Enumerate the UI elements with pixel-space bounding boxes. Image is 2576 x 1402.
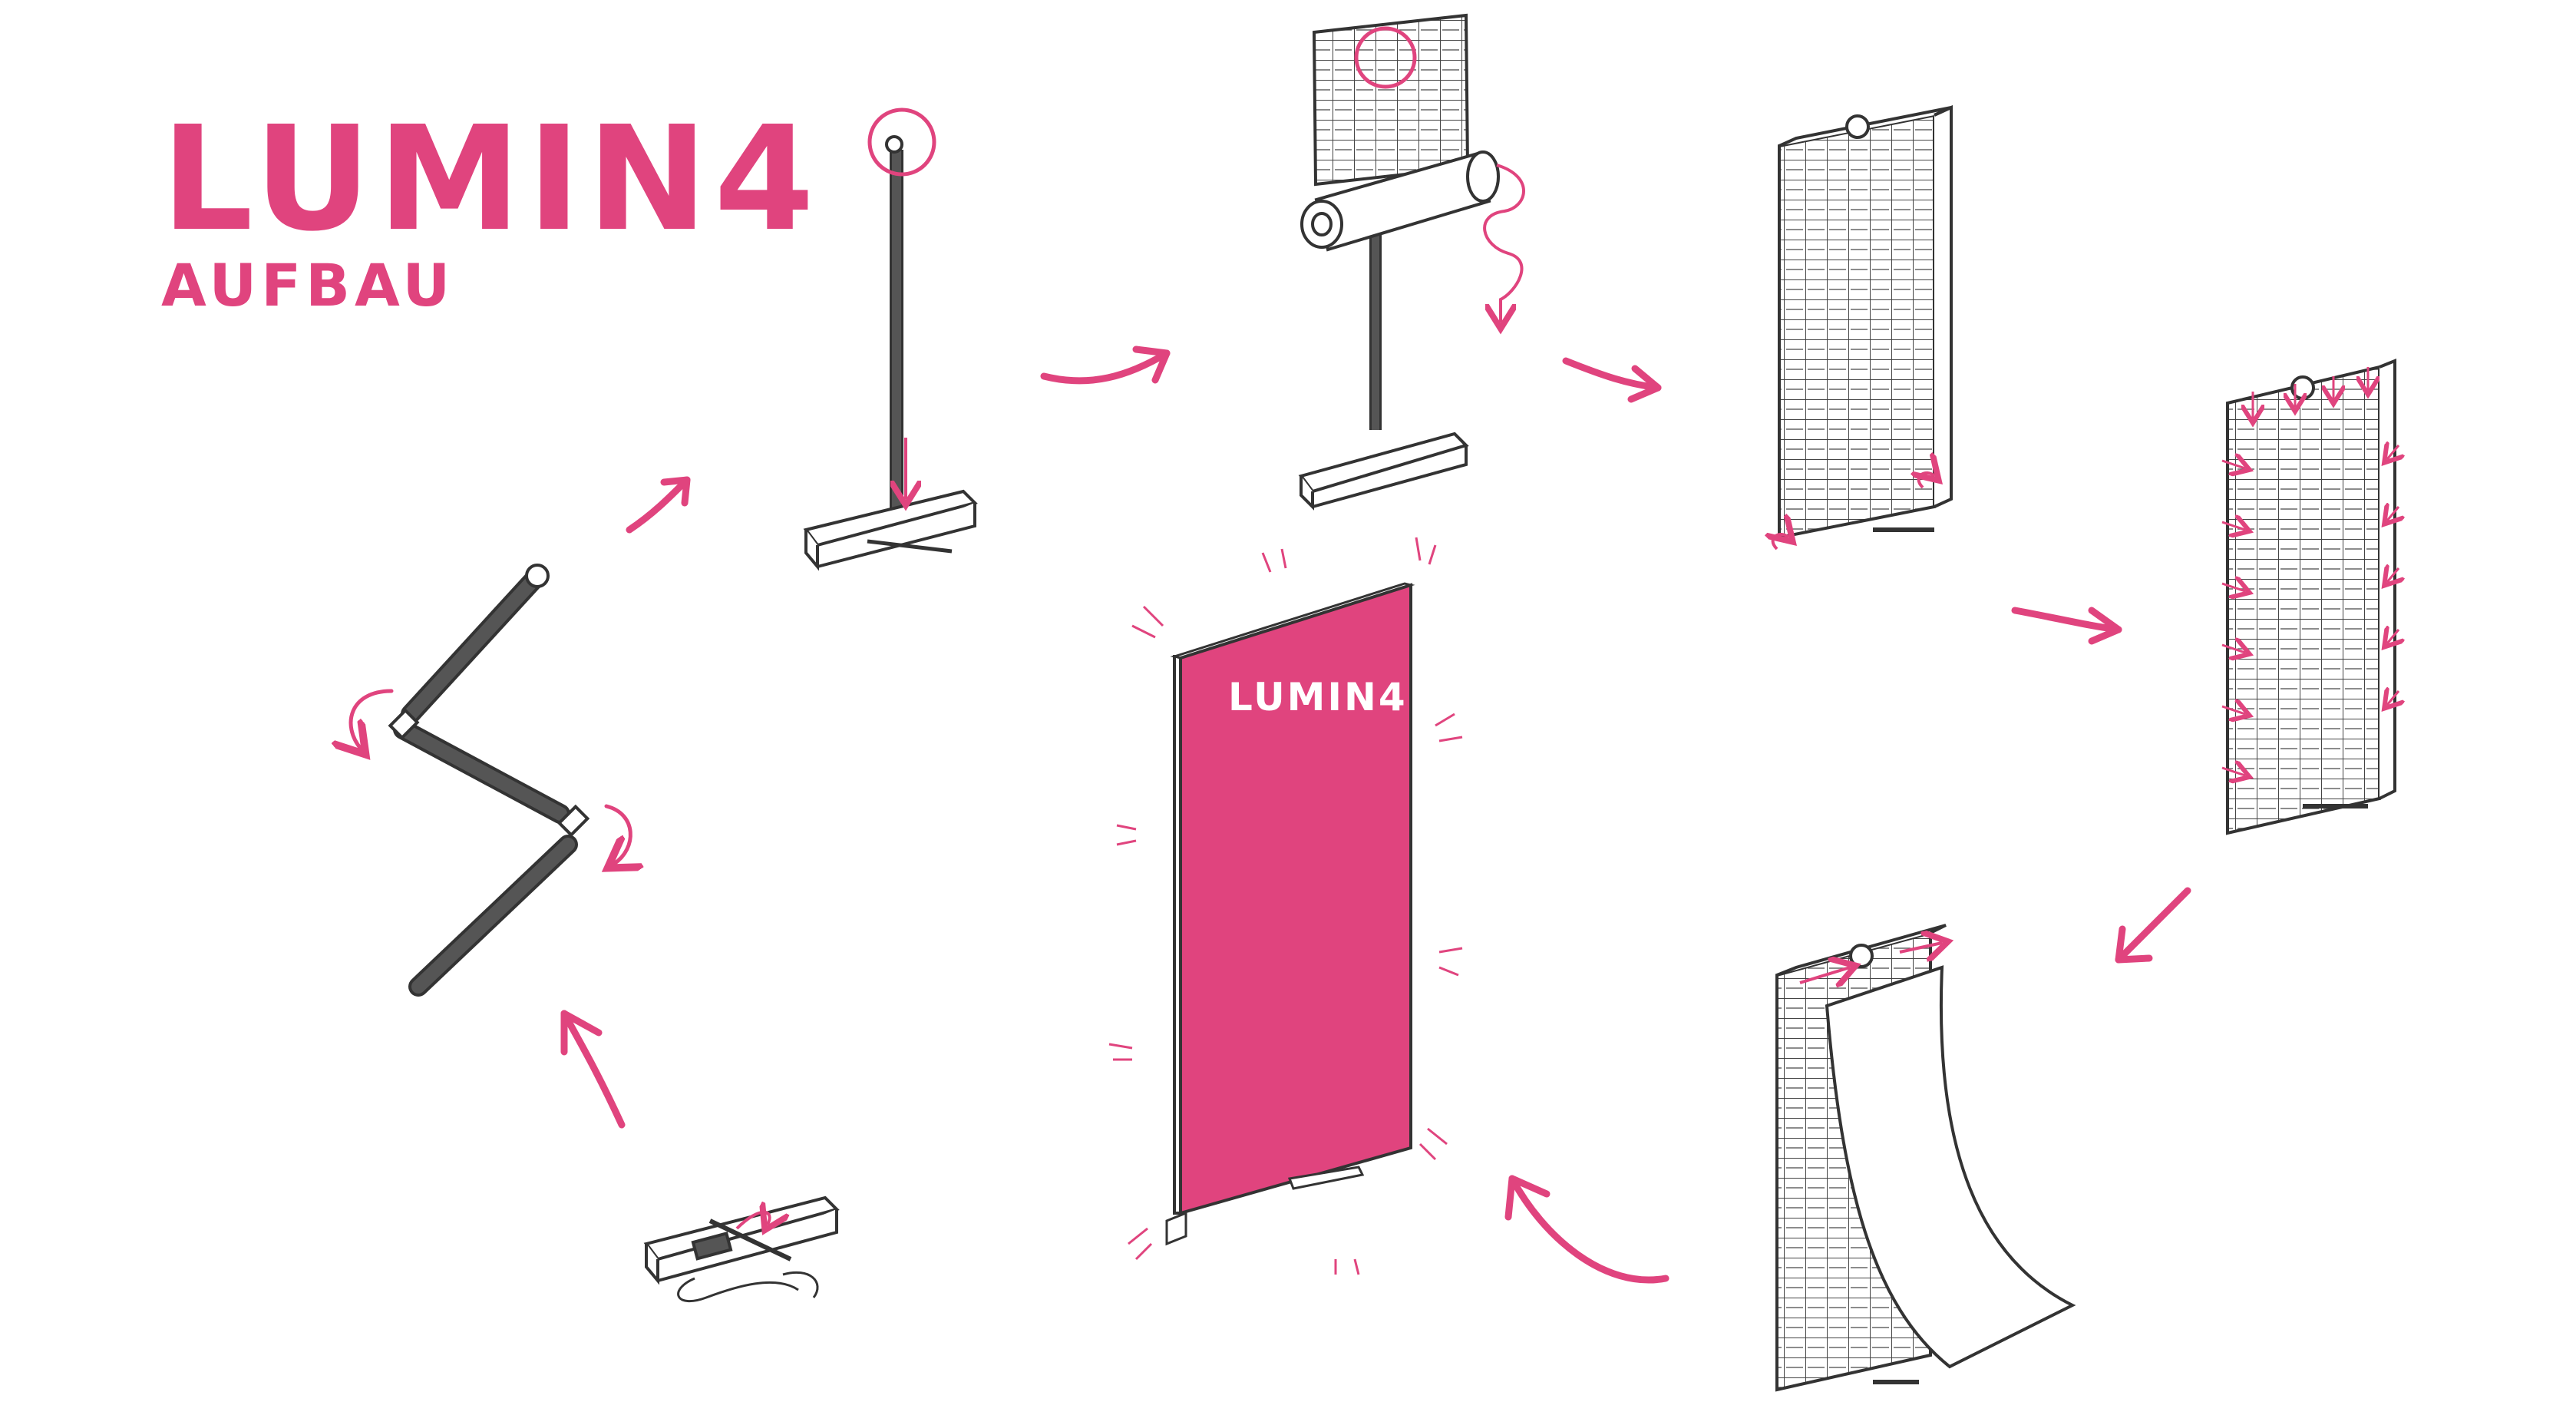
flow-arrow-6 — [2115, 887, 2191, 964]
step-8-finished-banner: LUMIN4 — [1108, 537, 1463, 1275]
flow-arrow-7 — [1508, 1175, 1669, 1284]
step-2-unfold-pole — [351, 564, 630, 997]
flow-arrow-2 — [626, 476, 691, 534]
flow-arrows — [560, 346, 2191, 1284]
title-block: LUMIN4 AUFBAU — [161, 107, 821, 315]
flow-arrow-3 — [1040, 349, 1171, 385]
flow-arrow-5 — [2011, 607, 2122, 633]
flow-arrow-4 — [1562, 357, 1662, 392]
step-1-packed-base — [643, 1195, 840, 1303]
step-5-fix-grid — [1773, 104, 1953, 551]
page-title: LUMIN4 — [161, 95, 821, 263]
flow-arrow-7-head — [1504, 1175, 1551, 1221]
flow-arrow-5-head — [2088, 607, 2122, 645]
flow-arrow-1-head — [560, 1010, 603, 1056]
flow-arrow-3-head — [1132, 346, 1171, 384]
banner-logo: LUMIN4 — [1228, 675, 1408, 719]
step-4-unroll-grid — [1298, 13, 1525, 511]
step-3-mount-pole — [803, 107, 978, 571]
sparkle-lines — [1108, 537, 1463, 1275]
step-7-attach-fabric — [1775, 924, 2076, 1392]
flow-arrow-4-head — [1627, 365, 1662, 403]
flow-arrow-1 — [560, 1010, 626, 1129]
page-subtitle: AUFBAU — [161, 251, 455, 319]
step-6-insert-edges — [2221, 359, 2399, 835]
banner-fabric — [1179, 583, 1412, 1215]
flow-arrow-6-head — [2115, 925, 2153, 964]
flow-arrow-2-head — [660, 476, 691, 507]
